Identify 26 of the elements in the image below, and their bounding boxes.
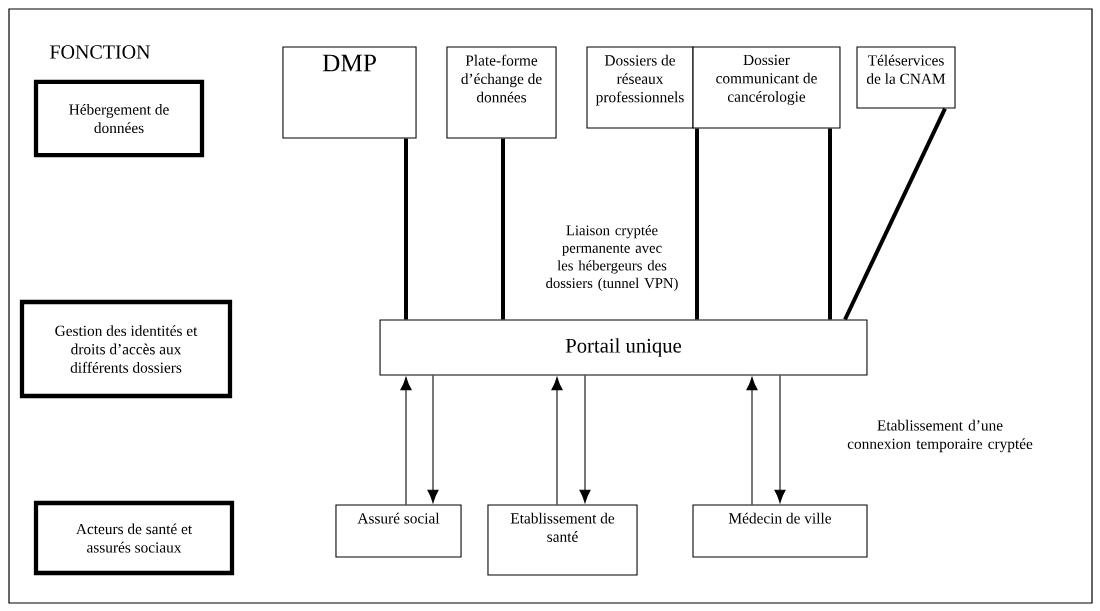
arrow	[746, 377, 758, 505]
actor-box: Assuré social	[335, 504, 462, 558]
note-text: Etablissement d’une connexion temporaire cryptée	[847, 419, 1033, 453]
actor-box: Etablissement de santé	[487, 504, 638, 576]
arrow	[774, 374, 786, 503]
arrow	[579, 374, 591, 503]
process-box: Dossiers de réseaux professionnels	[586, 46, 694, 129]
arrow	[400, 377, 412, 505]
process-box: DMP	[282, 46, 417, 139]
process-box: Plate-forme d’échange de données	[446, 46, 557, 139]
process-box: Téléservices de la CNAM	[856, 46, 956, 109]
connector-line	[828, 128, 832, 320]
connector-line	[404, 138, 408, 320]
label-box: Gestion des identités et droits d’accès aux différents dossiers	[19, 299, 233, 399]
process-box: Dossier communicant de cancérologie	[692, 46, 841, 129]
label-box: Hébergement de données	[33, 79, 205, 158]
connector-line	[501, 138, 505, 320]
arrow	[427, 374, 439, 503]
note-text: FONCTION	[50, 45, 151, 59]
note-text: Liaison cryptée permanente avec les hébergeurs des dossiers (tunnel VPN)	[546, 224, 678, 292]
label-box: Acteurs de santé et assurés sociaux	[33, 500, 235, 576]
actor-box: Médecin de ville	[692, 504, 868, 558]
portal-box: Portail unique	[379, 319, 868, 376]
connector-line	[843, 107, 947, 321]
connector-line	[695, 128, 699, 320]
arrow	[551, 377, 563, 505]
